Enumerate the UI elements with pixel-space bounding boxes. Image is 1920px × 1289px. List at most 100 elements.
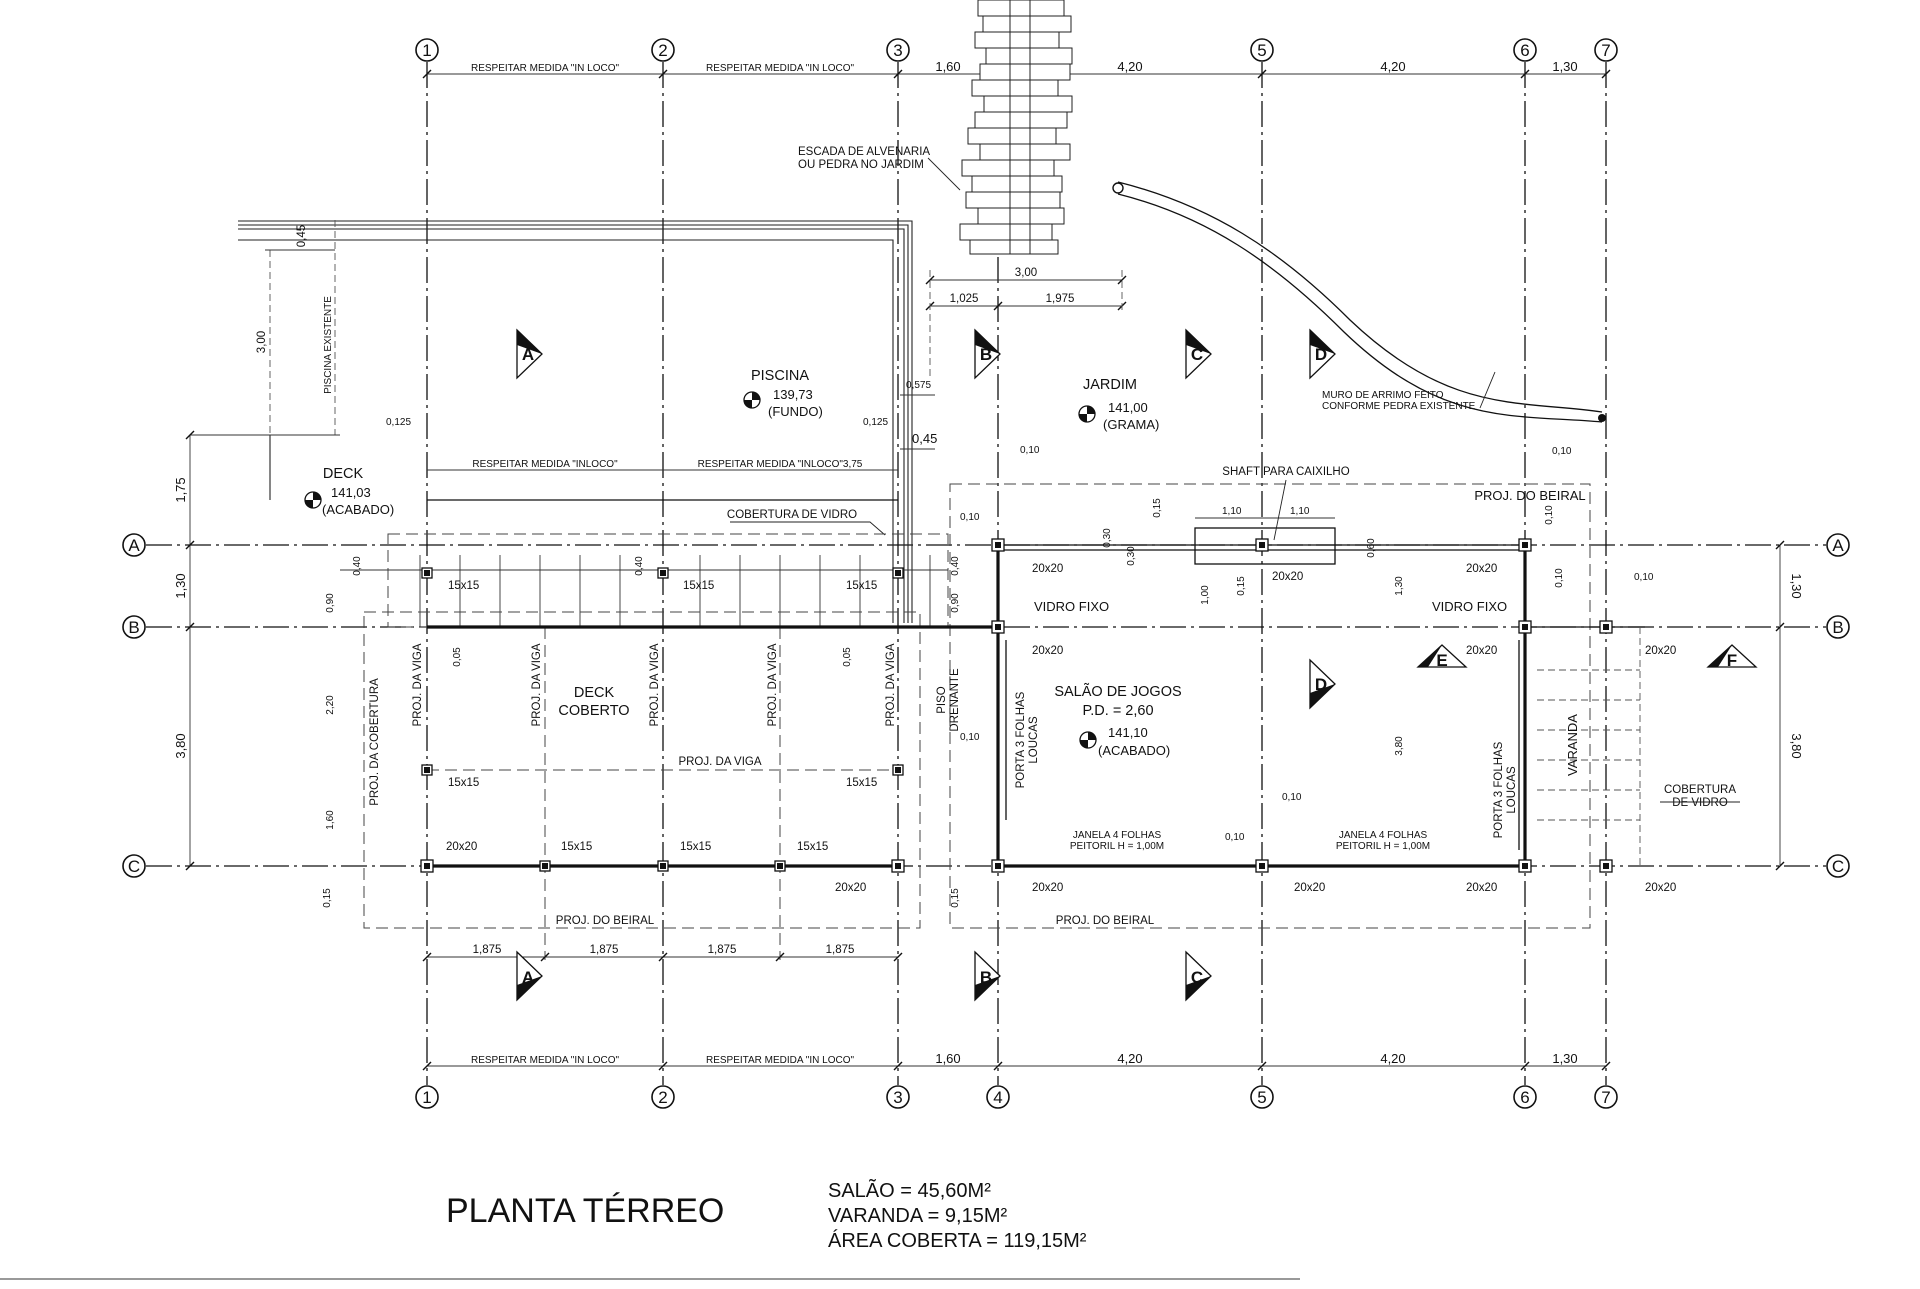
section-marker-f: F: [1706, 644, 1758, 670]
dim-stair-part-1: 1,025: [950, 293, 979, 305]
deck-label-group: DECK 141,03 (ACABADO): [304, 466, 394, 517]
dim-bottom-4-5: 4,20: [1117, 1051, 1142, 1066]
proj-viga-4: PROJ. DA VIGA: [767, 643, 779, 726]
janela-2-line-1: JANELA 4 FOLHAS: [1339, 830, 1428, 841]
proj-beiral-bottom-2: PROJ. DO BEIRAL: [1056, 915, 1155, 927]
dim-left-380: 3,80: [173, 733, 188, 758]
section-markers: A A B B C C D: [516, 328, 1758, 1002]
escada-label-line-2: OU PEDRA NO JARDIM: [798, 159, 924, 171]
pillar-label: 20x20: [1466, 645, 1497, 657]
pillar-labels: 15x15 15x15 15x15 15x15 15x15 20x20 15x1…: [446, 563, 1676, 894]
varanda-label: VARANDA: [1565, 714, 1580, 776]
proj-cobertura-label: PROJ. DA COBERTURA: [369, 678, 381, 806]
grid-label-3-bottom: 3: [893, 1088, 902, 1107]
salao-jogos-level: 141,10: [1108, 725, 1148, 740]
deck-level: 141,03: [331, 485, 371, 500]
dim-stair-total: 3,00: [1015, 267, 1037, 279]
grid-bubbles-rows: A B C A B C: [122, 533, 1850, 878]
dim-left-175: 1,75: [173, 477, 188, 502]
garden-stair: [959, 0, 1073, 255]
dim-015-b: 0,15: [950, 888, 961, 908]
dim-deck-bay-4: 1,875: [826, 944, 855, 956]
stair-dimensions: 3,00 1,025 1,975: [925, 267, 1127, 380]
svg-text:E: E: [1436, 651, 1447, 670]
salao-jogos-pd: P.D. = 2,60: [1082, 703, 1153, 719]
dim-030-b: 0,30: [1126, 546, 1137, 566]
grid-label-3-top: 3: [893, 41, 902, 60]
section-marker-b-bottom: B: [974, 950, 1001, 1002]
grid-label-c-left: C: [128, 857, 140, 876]
svg-text:A: A: [522, 345, 534, 364]
dim-040-b: 0,40: [634, 556, 645, 576]
pillar-label: 20x20: [1466, 563, 1497, 575]
deck-coberto-line-2: COBERTO: [558, 703, 629, 719]
dim-110-a: 1,10: [1222, 506, 1242, 517]
shaft-label: SHAFT PARA CAIXILHO: [1222, 466, 1349, 478]
dim-top-4-5: 4,20: [1117, 59, 1142, 74]
dim-bottom-6-7: 1,30: [1552, 1051, 1577, 1066]
pillar-label: 20x20: [1294, 882, 1325, 894]
section-marker-a-top: A: [516, 328, 543, 380]
dim-pool-300: 3,00: [256, 331, 268, 353]
pillar-label: 15x15: [561, 841, 592, 853]
grid-label-a-right: A: [1832, 536, 1844, 555]
piscina-level: 139,73: [773, 387, 813, 402]
roof-overhang-projection: PROJ. DO BEIRAL PROJ. DO BEIRAL PROJ. DO…: [363, 483, 1591, 929]
muro-label-line-2: CONFORME PEDRA EXISTENTE: [1322, 401, 1476, 412]
area-salao: SALÃO = 45,60M²: [828, 1178, 991, 1202]
grid-label-1-top: 1: [422, 41, 431, 60]
dim-bottom-in-loco-1: RESPEITAR MEDIDA "IN LOCO": [471, 1055, 620, 1066]
proj-beiral-bottom-1: PROJ. DO BEIRAL: [556, 915, 655, 927]
section-marker-e: E: [1416, 644, 1468, 670]
grid-label-4-bottom: 4: [993, 1088, 1002, 1107]
dimension-chain-right: 1,30 3,80: [1775, 540, 1804, 871]
svg-text:D: D: [1315, 675, 1327, 694]
dim-0125-b: 0,125: [863, 417, 888, 428]
section-marker-c-top: C: [1185, 328, 1212, 380]
cobertura-vidro-2-line-1: COBERTURA: [1664, 784, 1736, 796]
dim-left-130: 1,30: [173, 573, 188, 598]
salao-jogos-name: SALÃO DE JOGOS: [1054, 683, 1181, 700]
dim-010-e: 0,10: [1282, 792, 1302, 803]
porta-1-line-2: LOUCAS: [1028, 716, 1040, 764]
pillar-label: 15x15: [846, 777, 877, 789]
dim-040-c: 0,40: [950, 556, 961, 576]
muro-label-line-1: MURO DE ARRIMO FEITO: [1322, 390, 1444, 401]
area-varanda: VARANDA = 9,15M²: [828, 1205, 1007, 1227]
dim-pool-045: 0,45: [296, 225, 308, 247]
pillar-label: 20x20: [1645, 882, 1676, 894]
pillar-label: 20x20: [835, 882, 866, 894]
glass-roof-deck: [340, 533, 949, 628]
svg-text:B: B: [980, 968, 992, 987]
porta-2-line-2: LOUCAS: [1506, 766, 1518, 814]
dim-deck-bay-3: 1,875: [708, 944, 737, 956]
dim-top-in-loco-1: RESPEITAR MEDIDA "IN LOCO": [471, 63, 620, 74]
dim-015-c: 0,15: [1152, 498, 1163, 518]
pillars: [420, 538, 1613, 873]
vidro-fixo-1: VIDRO FIXO: [1034, 599, 1109, 614]
grid-label-b-right: B: [1832, 618, 1843, 637]
dim-stair-part-2: 1,975: [1046, 293, 1075, 305]
grid-label-1-bottom: 1: [422, 1088, 431, 1107]
dim-130-a: 1,30: [1394, 576, 1405, 596]
jardim-name: JARDIM: [1083, 377, 1137, 393]
proj-viga-3: PROJ. DA VIGA: [649, 643, 661, 726]
dim-bottom-3-4: 1,60: [935, 1051, 960, 1066]
dim-deck-bay-1: 1,875: [473, 944, 502, 956]
level-marker-icon: [743, 391, 761, 409]
pillar-label: 15x15: [448, 580, 479, 592]
pillar-label: 20x20: [1032, 882, 1063, 894]
section-marker-a-bottom: A: [516, 950, 543, 1002]
dim-bottom-5-6: 4,20: [1380, 1051, 1405, 1066]
pillar-label: 15x15: [683, 580, 714, 592]
level-marker-icon: [1079, 731, 1097, 749]
section-marker-d-top: D: [1309, 328, 1336, 380]
grid-label-a-left: A: [128, 536, 140, 555]
dim-bottom-in-loco-2: RESPEITAR MEDIDA "IN LOCO": [706, 1055, 855, 1066]
grid-label-6-top: 6: [1520, 41, 1529, 60]
dim-010-f: 0,10: [1552, 446, 1572, 457]
grid-bubbles-bottom: 1 2 3 4 5 6 7: [415, 1085, 1618, 1109]
dim-deck-bay-2: 1,875: [590, 944, 619, 956]
janela-2-line-2: PEITORIL H = 1,00M: [1336, 841, 1430, 852]
